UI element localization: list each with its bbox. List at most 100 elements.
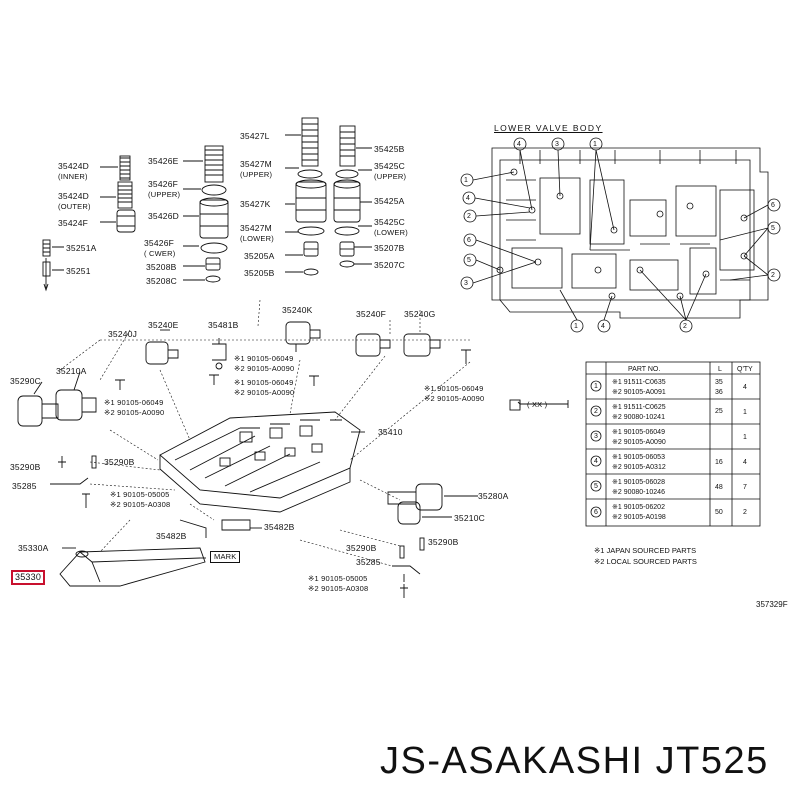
bolt-group-1: ※1 90105-06049※2 90105-A0090 bbox=[234, 354, 295, 373]
label-35205b: 35205B bbox=[244, 268, 275, 278]
ring-35208c bbox=[205, 275, 221, 283]
label-35285-lower: 35285 bbox=[356, 557, 381, 567]
row-part-a: ※1 90105-06053 bbox=[612, 454, 665, 461]
table-header-part-no: PART NO. bbox=[628, 366, 661, 373]
pin-35251 bbox=[42, 258, 51, 292]
label-35240f: 35240F bbox=[356, 309, 387, 319]
callout-1-bottom: 1 bbox=[574, 323, 578, 330]
solenoid-35240f bbox=[355, 333, 391, 357]
row-part-a: ※1 90105-06049 bbox=[612, 429, 665, 436]
callout-4-bottom: 4 bbox=[601, 323, 605, 330]
ring-35426f-upper bbox=[201, 184, 227, 196]
row-qty: 1 bbox=[743, 409, 747, 416]
label-35205a: 35205A bbox=[244, 251, 275, 261]
label-35240e: 35240E bbox=[148, 320, 179, 330]
row-part-b: ※2 90105-A0198 bbox=[612, 514, 666, 521]
row-part-a: ※1 91511-C0625 bbox=[612, 404, 666, 411]
ring-35425c-lower bbox=[334, 226, 360, 236]
label-35426d: 35426D bbox=[148, 211, 179, 221]
label-35426e: 35426E bbox=[148, 156, 179, 166]
valve-body-35410 bbox=[159, 411, 361, 513]
callout-4: 4 bbox=[466, 195, 470, 202]
label-35280a: 35280A bbox=[478, 491, 509, 501]
spring-35424d-outer bbox=[117, 181, 133, 209]
label-35481b: 35481B bbox=[208, 320, 239, 330]
piston-35425a bbox=[333, 179, 361, 223]
ring-35207c bbox=[339, 260, 355, 268]
bracket-35482b bbox=[221, 519, 251, 531]
callout-5: 5 bbox=[467, 257, 471, 264]
callout-6-right: 6 bbox=[771, 202, 775, 209]
label-35207c: 35207C bbox=[374, 260, 405, 270]
label-35482b-right: 35482B bbox=[264, 522, 295, 532]
callout-1: 1 bbox=[464, 177, 468, 184]
label-35424d-inner: 35424D(INNER) bbox=[58, 161, 89, 181]
label-35426f-lower: 35426F( CWER) bbox=[144, 238, 176, 258]
row-length-1: 16 bbox=[715, 459, 723, 466]
legend-japan-sourced: ※1 JAPAN SOURCED PARTS bbox=[594, 546, 697, 555]
row-qty: 1 bbox=[743, 434, 747, 441]
plate-35285-lower bbox=[392, 565, 421, 582]
label-35290b-right: 35290B bbox=[104, 457, 135, 467]
label-35427k: 35427K bbox=[240, 199, 271, 209]
row-number: 3 bbox=[594, 433, 598, 440]
label-35208b: 35208B bbox=[146, 262, 177, 272]
solenoid-35290c bbox=[17, 395, 59, 427]
bolt-dimension-graphic bbox=[509, 399, 569, 411]
row-length-1: 35 bbox=[715, 379, 723, 386]
plug-35424f bbox=[116, 209, 136, 233]
row-number: 2 bbox=[594, 408, 598, 415]
spring-35427l bbox=[301, 117, 319, 167]
ring-35205b bbox=[303, 268, 319, 276]
piston-35427k bbox=[295, 179, 327, 223]
label-35290b-lower: 35290B bbox=[346, 543, 377, 553]
callout-4-top: 4 bbox=[517, 141, 521, 148]
label-35427m-lower: 35427M(LOWER) bbox=[240, 223, 274, 243]
row-part-b: ※2 90105-A0312 bbox=[612, 464, 666, 471]
row-number: 1 bbox=[594, 383, 598, 390]
bolt-group-6: ※1 90105-05005※2 90105-A0308 bbox=[308, 574, 369, 593]
solenoid-35280a bbox=[387, 483, 443, 511]
legend-local-sourced: ※2 LOCAL SOURCED PARTS bbox=[594, 557, 697, 566]
row-part-b: ※2 90105-A0091 bbox=[612, 389, 666, 396]
bracket-35481b bbox=[212, 338, 227, 370]
figure-reference: 357329F bbox=[756, 600, 788, 609]
callout-2-right: 2 bbox=[771, 272, 775, 279]
lower-valve-body-title: LOWER VALVE BODY bbox=[494, 123, 603, 133]
plug-35208b bbox=[205, 257, 221, 271]
row-part-b: ※2 90080-10241 bbox=[612, 414, 665, 421]
bolt-group-4: ※1 90105-06049※2 90105-A0090 bbox=[424, 384, 485, 403]
ring-35425c-upper bbox=[335, 169, 359, 179]
brand-caption: JS-ASAKASHI JT525 bbox=[380, 740, 769, 782]
row-length-1: 50 bbox=[715, 509, 723, 516]
solenoid-35240k bbox=[285, 321, 321, 352]
row-part-a: ※1 91511-C0635 bbox=[612, 379, 666, 386]
spring-35251a bbox=[42, 239, 51, 257]
solenoid-35240j bbox=[145, 341, 179, 365]
label-35330-highlighted: 35330 bbox=[11, 570, 46, 585]
spring-35425b bbox=[339, 125, 356, 167]
clip-35290b-lower bbox=[399, 545, 405, 559]
label-35207b: 35207B bbox=[374, 243, 405, 253]
label-35330a: 35330A bbox=[18, 543, 49, 553]
callout-6: 6 bbox=[467, 237, 471, 244]
callout-2: 2 bbox=[467, 213, 471, 220]
label-35210a: 35210A bbox=[56, 366, 87, 376]
callout-5-right: 5 bbox=[771, 225, 775, 232]
row-number: 5 bbox=[594, 483, 598, 490]
label-35290b-left: 35290B bbox=[10, 462, 41, 472]
row-length-2: 36 bbox=[715, 389, 723, 396]
row-part-b: ※2 90080-10246 bbox=[612, 489, 665, 496]
plug-35207b bbox=[339, 241, 355, 257]
oil-strainer-35330 bbox=[59, 547, 206, 587]
solenoid-35210c bbox=[397, 501, 421, 525]
row-qty: 2 bbox=[743, 509, 747, 516]
label-bolt-bar: ( XX ) bbox=[527, 400, 548, 409]
row-length-1: 25 bbox=[715, 408, 723, 415]
row-part-b: ※2 90105-A0090 bbox=[612, 439, 666, 446]
label-35290c: 35290C bbox=[10, 376, 41, 386]
clip-35290b-alt bbox=[91, 455, 97, 469]
parts-table-grid bbox=[585, 361, 761, 527]
row-length-1: 48 bbox=[715, 484, 723, 491]
